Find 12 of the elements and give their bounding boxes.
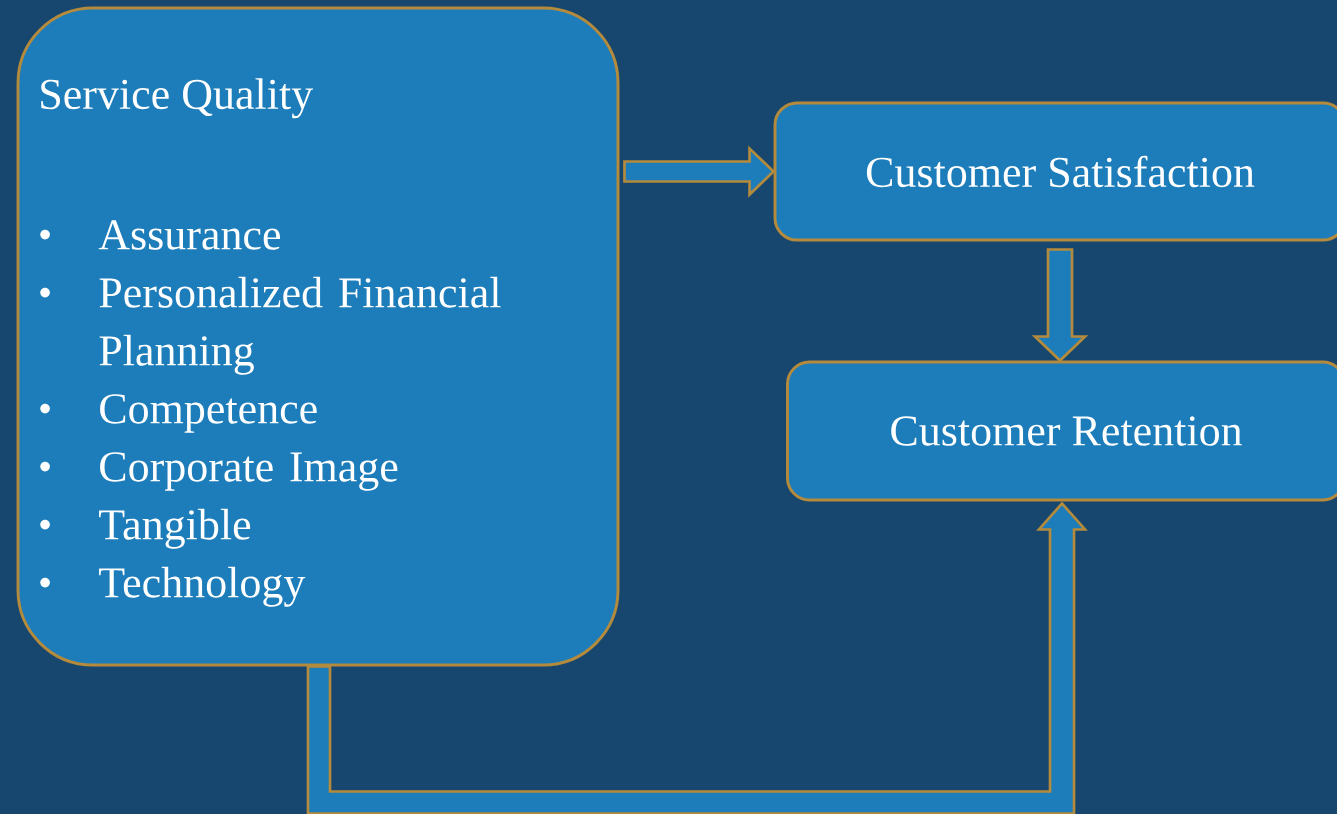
list-item: Tangible xyxy=(40,508,251,549)
list-item: Corporate Image xyxy=(40,452,398,491)
block-arrow xyxy=(623,145,776,198)
block-arrow xyxy=(306,501,1088,814)
rounded-box: Customer Retention xyxy=(786,360,1337,502)
heading: Service Quality xyxy=(41,78,314,119)
list-item: Assurance xyxy=(40,220,280,250)
list-item: Personalized Financial Planning xyxy=(40,276,501,375)
block-arrow xyxy=(1031,248,1089,363)
list-item: Technology xyxy=(40,566,306,607)
rounded-box: Customer Satisfaction xyxy=(773,101,1337,242)
list-item: Competence xyxy=(40,394,317,433)
